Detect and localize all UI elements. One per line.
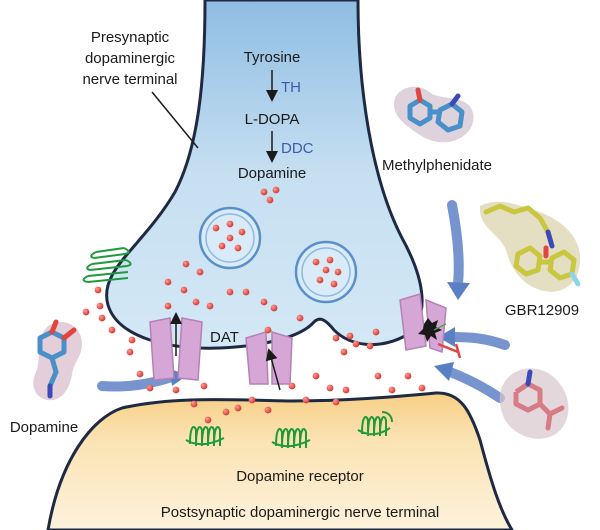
dopamine-particle [342,386,350,394]
dopamine-particle [418,384,426,392]
pathway-step-dopamine: Dopamine [238,165,306,182]
gbr12909-label: GBR12909 [505,302,579,319]
dopamine-particle [226,220,234,228]
presynaptic-label-3: nerve terminal [82,71,177,88]
dopamine-particle [218,242,226,250]
dopamine-particle [172,386,180,394]
dopamine-molecule-label: Dopamine [10,419,78,436]
dopamine-particle [260,298,268,306]
dopamine-particle [180,286,188,294]
dopamine-particle [404,372,412,380]
enzyme-th: TH [281,79,301,96]
enzyme-ddc: DDC [281,140,314,157]
dopamine-particles [82,186,426,424]
third-drug-arrow [445,367,505,403]
gbr-arrow [447,332,510,350]
dopamine-particle [270,304,278,312]
dopamine-particle [182,260,190,268]
dopamine-particle [192,298,200,306]
dopamine-particle [212,224,220,232]
methylphenidate-arrowhead [447,282,470,300]
dopamine-particle [334,268,342,276]
dopamine-particle [388,386,396,394]
methylphenidate-molecule-icon [393,86,474,143]
dopamine-particle [330,280,338,288]
dopamine-particle [190,400,198,408]
dopamine-particle [196,268,204,276]
presynaptic-leader-line [151,91,199,149]
dopamine-particle [326,384,334,392]
dopamine-particle [312,258,320,266]
inhibitor-molecule-icon [499,368,569,439]
dopamine-particle [332,398,340,406]
dopamine-particle [136,370,144,378]
presynaptic-label-1: Presynaptic [91,29,170,46]
dopamine-particle [226,288,234,296]
methylphenidate-arrow [447,200,464,289]
presynaptic-label-2: dopaminergic [85,50,176,67]
dopamine-particle [234,244,242,252]
dopamine-particle [332,334,340,342]
dopamine-particle [128,336,136,344]
pathway-step-ldopa: L-DOPA [245,111,300,128]
dopamine-particle [146,384,154,392]
dopamine-particle [238,228,246,236]
dopamine-receptor [357,411,393,437]
gbr12909-molecule-icon [479,201,581,292]
dopamine-particle [288,382,296,390]
bound-inhibitor-icon [418,318,447,342]
inhibition-symbol [437,342,462,359]
dopamine-particle [226,234,234,242]
dopamine-molecule-icon [33,319,82,401]
dopamine-particle [200,382,208,390]
dat-label: DAT [210,329,239,346]
presynaptic-receptor [82,247,132,283]
dopamine-particle [234,404,242,412]
dopamine-receptor [271,428,311,449]
dopamine-particle [204,416,212,424]
dopamine-particle [296,314,304,322]
dopamine-particle [248,396,256,404]
dopamine-particle [322,266,330,274]
dopamine-particle [326,256,334,264]
postsynaptic-label: Postsynaptic dopaminergic nerve terminal [161,504,439,521]
pathway-step-tyrosine: Tyrosine [244,49,301,66]
dopamine-particle [222,408,230,416]
dopamine-particle [260,188,268,196]
dopamine-particle [272,186,280,194]
dopamine-particle [266,196,274,204]
third-drug-arrowhead [434,362,454,381]
dopamine-particle [98,314,106,322]
dopamine-particle [242,288,250,296]
dat-transporter [149,312,203,381]
dopamine-particle [264,326,272,334]
dopamine-particle [94,286,102,294]
dopamine-particle [346,332,354,340]
dopamine-particle [126,348,134,356]
postsynaptic-terminal [46,391,514,530]
dopamine-particle [352,340,360,348]
dopamine-particle [372,328,380,336]
dopamine-particle [108,326,116,334]
dopamine-particle [82,308,90,316]
dopamine-receptor [185,426,225,447]
dopamine-particle [340,348,348,356]
dopamine-particle [312,372,320,380]
gbr-arrowhead [438,327,455,347]
methylphenidate-label: Methylphenidate [382,157,492,174]
dopamine-particle [366,342,374,350]
dopamine-particle [164,278,172,286]
dopamine-particle [264,406,272,414]
dopamine-particle [316,276,324,284]
dopamine-particle [374,372,382,380]
dopamine-particle [164,302,172,310]
dopamine-particle [206,302,214,310]
dopamine-receptor-label: Dopamine receptor [236,468,364,485]
dopamine-particle [96,302,104,310]
dopamine-particle [302,396,310,404]
